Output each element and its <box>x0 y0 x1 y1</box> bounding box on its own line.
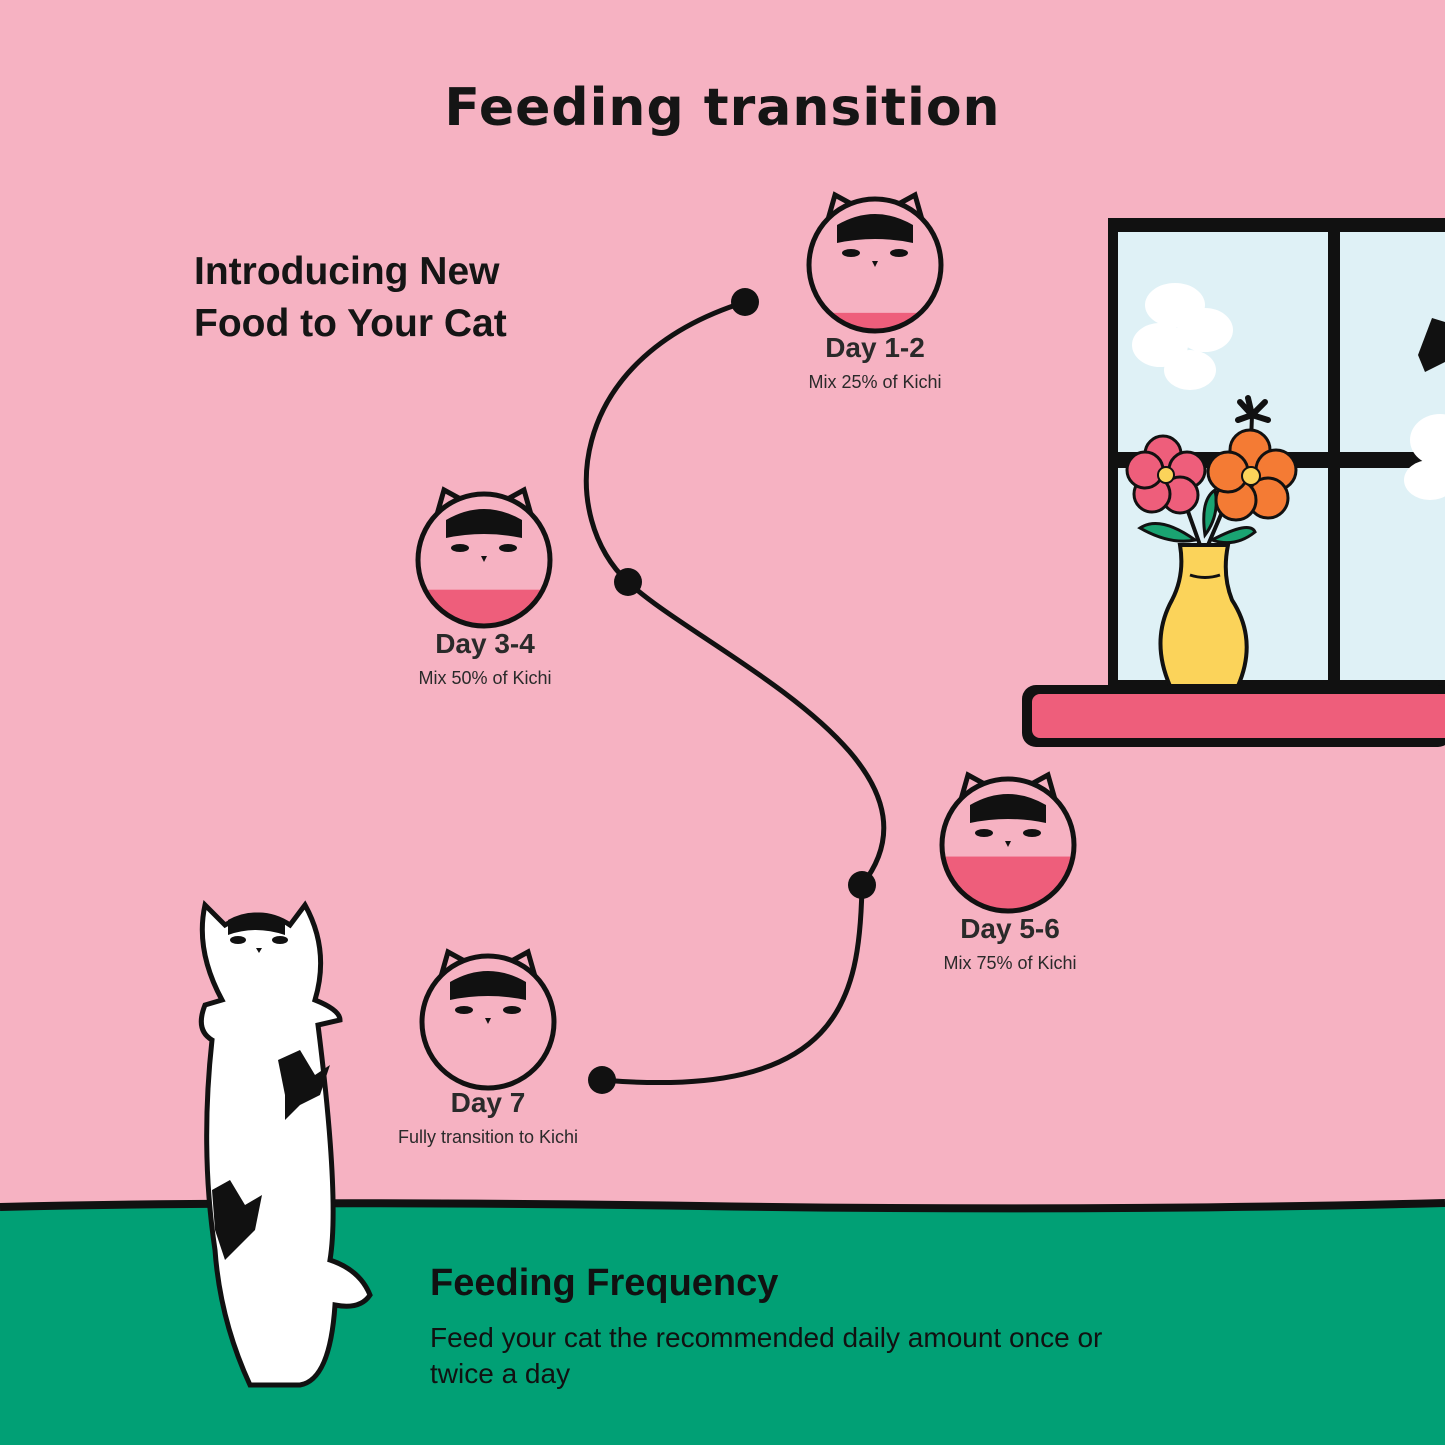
step-description: Mix 50% of Kichi <box>418 668 552 688</box>
vase <box>1158 543 1249 688</box>
subtitle-line-1: Introducing New <box>194 250 500 293</box>
timeline-dot-2 <box>614 568 642 596</box>
cat-face-icon <box>419 948 557 1091</box>
step-description: Mix 25% of Kichi <box>808 372 942 392</box>
subtitle-line-2: Food to Your Cat <box>194 302 507 345</box>
step-description: Fully transition to Kichi <box>397 1127 579 1147</box>
step-2: Day 3-4 Mix 50% of Kichi <box>370 628 600 689</box>
cat-face-icon <box>415 486 553 629</box>
step-4: Day 7 Fully transition to Kichi <box>360 1087 616 1148</box>
step-day-label: Day 7 <box>450 1087 526 1118</box>
window-leaf <box>1418 318 1445 372</box>
timeline-dot-4 <box>588 1066 616 1094</box>
timeline-dot-1 <box>731 288 759 316</box>
step-3: Day 5-6 Mix 75% of Kichi <box>895 913 1125 974</box>
timeline-dot-3 <box>848 871 876 899</box>
step-day-label: Day 3-4 <box>435 628 535 659</box>
subtitle: Introducing New Food to Your Cat <box>194 246 507 350</box>
cat-face-icon <box>939 771 1077 914</box>
frequency-text: Feed your cat the recommended daily amou… <box>430 1320 1190 1392</box>
step-day-label: Day 5-6 <box>960 913 1060 944</box>
step-1: Day 1-2 Mix 25% of Kichi <box>760 332 990 393</box>
standing-cat-illustration <box>198 900 373 1388</box>
page-title: Feeding transition <box>444 78 1001 138</box>
cat-face-icon <box>806 191 944 334</box>
step-description: Mix 75% of Kichi <box>943 953 1077 973</box>
step-day-label: Day 1-2 <box>825 332 925 363</box>
floor-line <box>0 1199 1445 1213</box>
pink-flower <box>1125 434 1207 515</box>
orange-flower <box>1206 428 1298 522</box>
window-illustration <box>1022 218 1445 747</box>
food-level-fill <box>942 856 1074 911</box>
frequency-text-line-2: twice a day <box>430 1358 571 1389</box>
window-cloud <box>1132 283 1445 500</box>
frequency-text-line-1: Feed your cat the recommended daily amou… <box>430 1322 1103 1353</box>
timeline-path <box>583 299 887 1086</box>
frequency-title: Feeding Frequency <box>430 1262 779 1304</box>
